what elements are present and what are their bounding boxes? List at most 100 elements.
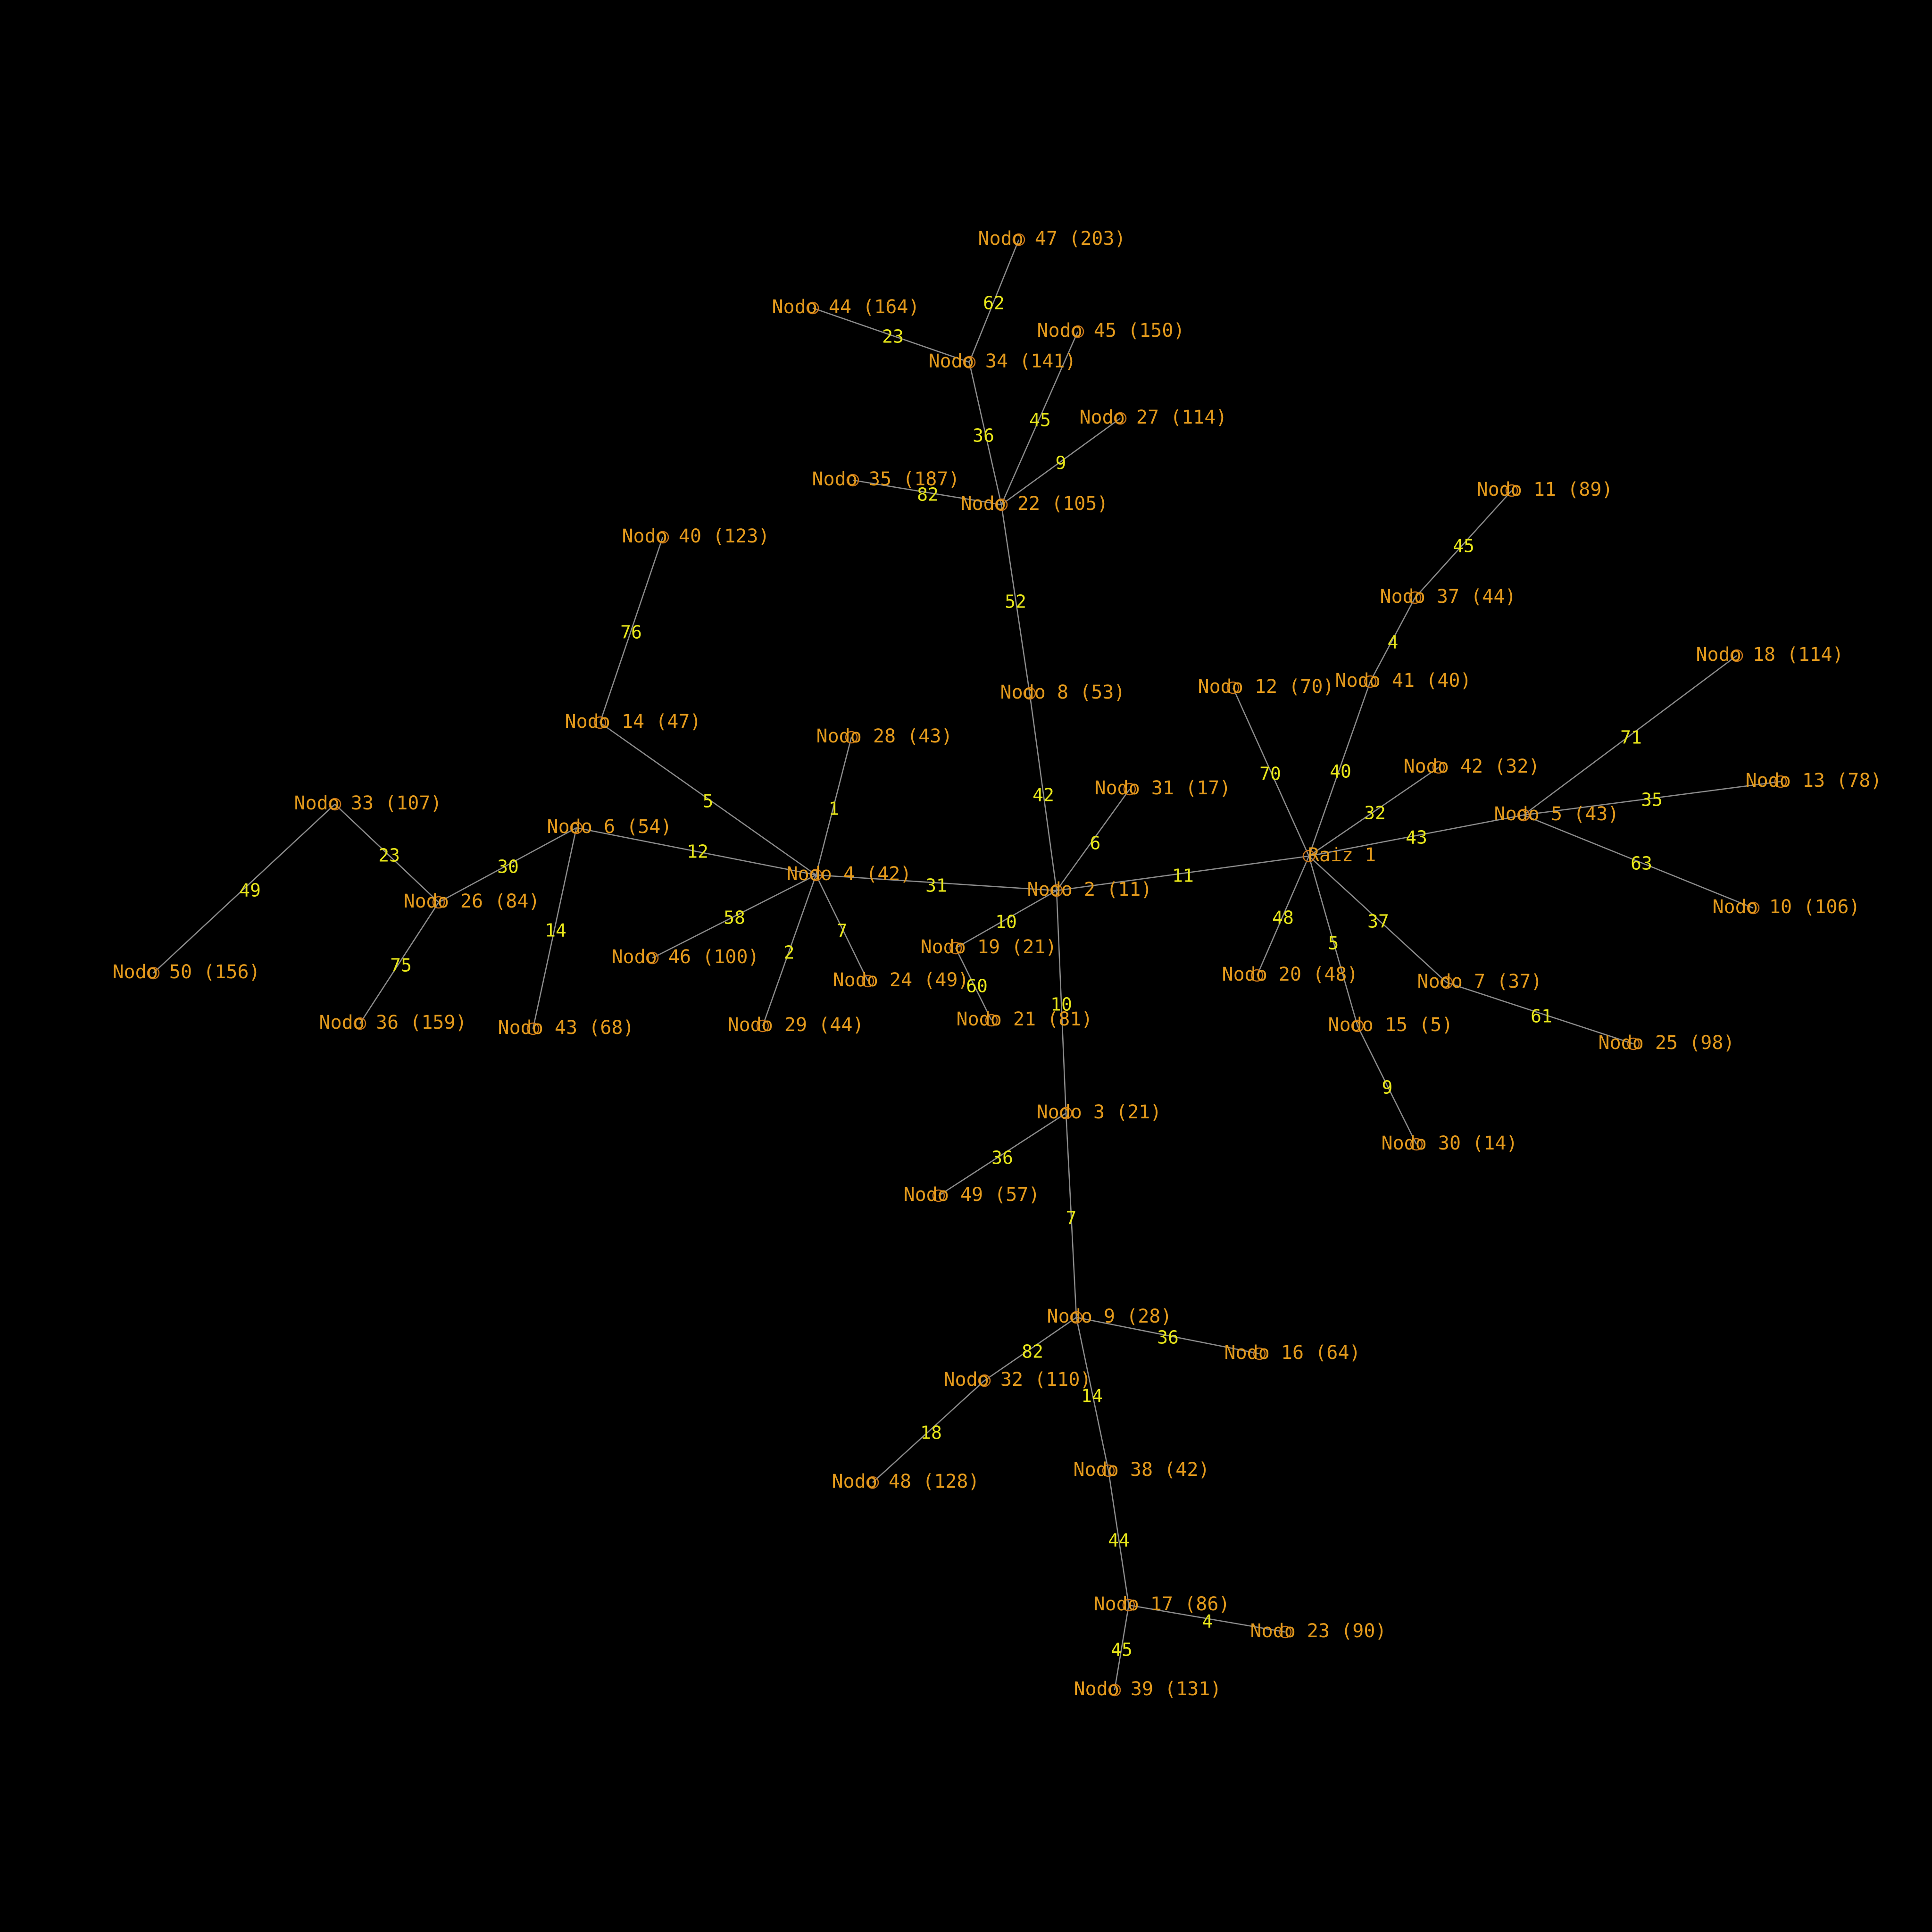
- node-label: Nodo 39 (131): [1074, 1678, 1221, 1700]
- node-n26[interactable]: Nodo 26 (84): [404, 891, 540, 912]
- node-n43[interactable]: Nodo 43 (68): [498, 1017, 634, 1039]
- node-label: Nodo 22 (105): [960, 493, 1108, 515]
- node-n11[interactable]: Nodo 11 (89): [1477, 479, 1613, 500]
- node-n24[interactable]: Nodo 24 (49): [833, 969, 969, 991]
- node-n30[interactable]: Nodo 30 (14): [1382, 1133, 1518, 1154]
- edge-n22-n35: [852, 479, 1002, 506]
- node-n47[interactable]: Nodo 47 (203): [978, 228, 1125, 250]
- edges-layer: [153, 239, 1781, 1690]
- node-n17[interactable]: Nodo 17 (86): [1094, 1593, 1230, 1615]
- edge-n34-n44: [812, 307, 970, 363]
- edge-weight-label: 43: [1406, 827, 1427, 848]
- edge-weight-label: 75: [390, 955, 412, 976]
- node-n12[interactable]: Nodo 12 (70): [1198, 676, 1334, 698]
- node-n19[interactable]: Nodo 19 (21): [921, 936, 1057, 958]
- node-label: Nodo 9 (28): [1047, 1306, 1172, 1327]
- edge-weight-label: 10: [1050, 994, 1072, 1015]
- node-label: Nodo 26 (84): [404, 891, 540, 912]
- edge-raiz-n5: [1308, 814, 1524, 857]
- node-n8[interactable]: Nodo 8 (53): [1000, 682, 1125, 703]
- edge-weight-label: 48: [1272, 908, 1294, 928]
- node-n2[interactable]: Nodo 2 (11): [1027, 879, 1152, 900]
- node-label: Nodo 18 (114): [1696, 644, 1843, 666]
- node-n48[interactable]: Nodo 48 (128): [832, 1471, 979, 1492]
- edge-n2-n8: [1029, 693, 1058, 891]
- node-marker: [1012, 233, 1025, 246]
- node-label: Nodo 4 (42): [787, 863, 912, 885]
- node-n25[interactable]: Nodo 25 (98): [1599, 1032, 1735, 1054]
- node-n13[interactable]: Nodo 13 (78): [1746, 770, 1882, 791]
- node-marker: [1122, 1599, 1135, 1612]
- node-n20[interactable]: Nodo 20 (48): [1222, 964, 1358, 985]
- node-n33[interactable]: Nodo 33 (107): [294, 792, 441, 814]
- edge-n15-n30: [1357, 1025, 1417, 1145]
- node-n29[interactable]: Nodo 29 (44): [728, 1014, 864, 1036]
- node-n35[interactable]: Nodo 35 (187): [812, 468, 959, 490]
- node-marker: [646, 951, 659, 965]
- node-n16[interactable]: Nodo 16 (64): [1224, 1342, 1361, 1364]
- node-label: Nodo 13 (78): [1746, 770, 1882, 791]
- node-n32[interactable]: Nodo 32 (110): [943, 1369, 1091, 1391]
- node-marker: [1351, 1019, 1364, 1033]
- node-label: Nodo 46 (100): [611, 946, 759, 968]
- node-n40[interactable]: Nodo 40 (123): [622, 525, 769, 547]
- node-n46[interactable]: Nodo 46 (100): [611, 946, 759, 968]
- edge-n4-n24: [815, 874, 869, 982]
- edge-raiz-n2: [1056, 855, 1309, 891]
- node-marker: [1517, 808, 1530, 822]
- node-n49[interactable]: Nodo 49 (57): [904, 1184, 1040, 1206]
- node-n42[interactable]: Nodo 42 (32): [1404, 756, 1540, 777]
- node-n44[interactable]: Nodo 44 (164): [772, 296, 919, 318]
- node-label: Nodo 2 (11): [1027, 879, 1152, 900]
- node-label: Nodo 30 (14): [1382, 1133, 1518, 1154]
- node-n15[interactable]: Nodo 15 (5): [1328, 1014, 1453, 1036]
- node-n31[interactable]: Nodo 31 (17): [1095, 777, 1231, 799]
- node-n50[interactable]: Nodo 50 (156): [112, 961, 260, 983]
- node-n4[interactable]: Nodo 4 (42): [787, 863, 912, 885]
- node-n9[interactable]: Nodo 9 (28): [1047, 1306, 1172, 1327]
- node-n5[interactable]: Nodo 5 (43): [1494, 803, 1619, 825]
- edge-raiz-n12: [1232, 687, 1310, 857]
- node-marker: [432, 896, 445, 909]
- edge-n6-n43: [532, 827, 577, 1029]
- node-n41[interactable]: Nodo 41 (40): [1335, 670, 1472, 691]
- node-n22[interactable]: Nodo 22 (105): [960, 493, 1108, 515]
- node-label: Nodo 28 (43): [816, 725, 953, 747]
- node-label: Nodo 38 (42): [1074, 1459, 1210, 1481]
- node-n36[interactable]: Nodo 36 (159): [319, 1012, 466, 1033]
- edge-weight-label: 5: [703, 791, 714, 812]
- edge-weight-label: 37: [1367, 911, 1389, 932]
- node-label: Nodo 25 (98): [1599, 1032, 1735, 1054]
- node-marker: [1627, 1037, 1640, 1050]
- node-raiz[interactable]: Raiz 1: [1302, 844, 1376, 866]
- node-n21[interactable]: Nodo 21 (81): [957, 1008, 1093, 1030]
- node-n7[interactable]: Nodo 7 (37): [1417, 971, 1542, 992]
- edge-n17-n23: [1128, 1604, 1286, 1633]
- node-n6[interactable]: Nodo 6 (54): [547, 816, 672, 838]
- node-n14[interactable]: Nodo 14 (47): [565, 711, 701, 733]
- node-marker: [526, 1022, 540, 1035]
- node-n37[interactable]: Nodo 37 (44): [1380, 586, 1516, 608]
- edge-n4-n46: [652, 874, 816, 959]
- node-n10[interactable]: Nodo 10 (106): [1712, 896, 1860, 918]
- node-n23[interactable]: Nodo 23 (90): [1250, 1620, 1387, 1642]
- node-n45[interactable]: Nodo 45 (150): [1037, 320, 1184, 341]
- edge-weight-label: 49: [239, 880, 261, 901]
- node-n18[interactable]: Nodo 18 (114): [1696, 644, 1843, 666]
- node-marker: [1253, 1347, 1266, 1360]
- node-marker: [1505, 484, 1518, 497]
- node-n34[interactable]: Nodo 34 (141): [928, 350, 1076, 372]
- edge-weight-label: 45: [1111, 1640, 1133, 1660]
- edge-n26-n33: [334, 804, 439, 903]
- node-n39[interactable]: Nodo 39 (131): [1074, 1678, 1221, 1700]
- edge-raiz-n41: [1308, 681, 1371, 857]
- node-n3[interactable]: Nodo 3 (21): [1037, 1101, 1162, 1123]
- edge-n2-n31: [1056, 789, 1131, 891]
- node-label: Nodo 43 (68): [498, 1017, 634, 1039]
- node-marker: [866, 1476, 879, 1489]
- node-n38[interactable]: Nodo 38 (42): [1074, 1459, 1210, 1481]
- node-marker: [1059, 1107, 1073, 1120]
- edge-n32-n48: [872, 1380, 985, 1483]
- node-n28[interactable]: Nodo 28 (43): [816, 725, 953, 747]
- node-n27[interactable]: Nodo 27 (114): [1079, 407, 1227, 428]
